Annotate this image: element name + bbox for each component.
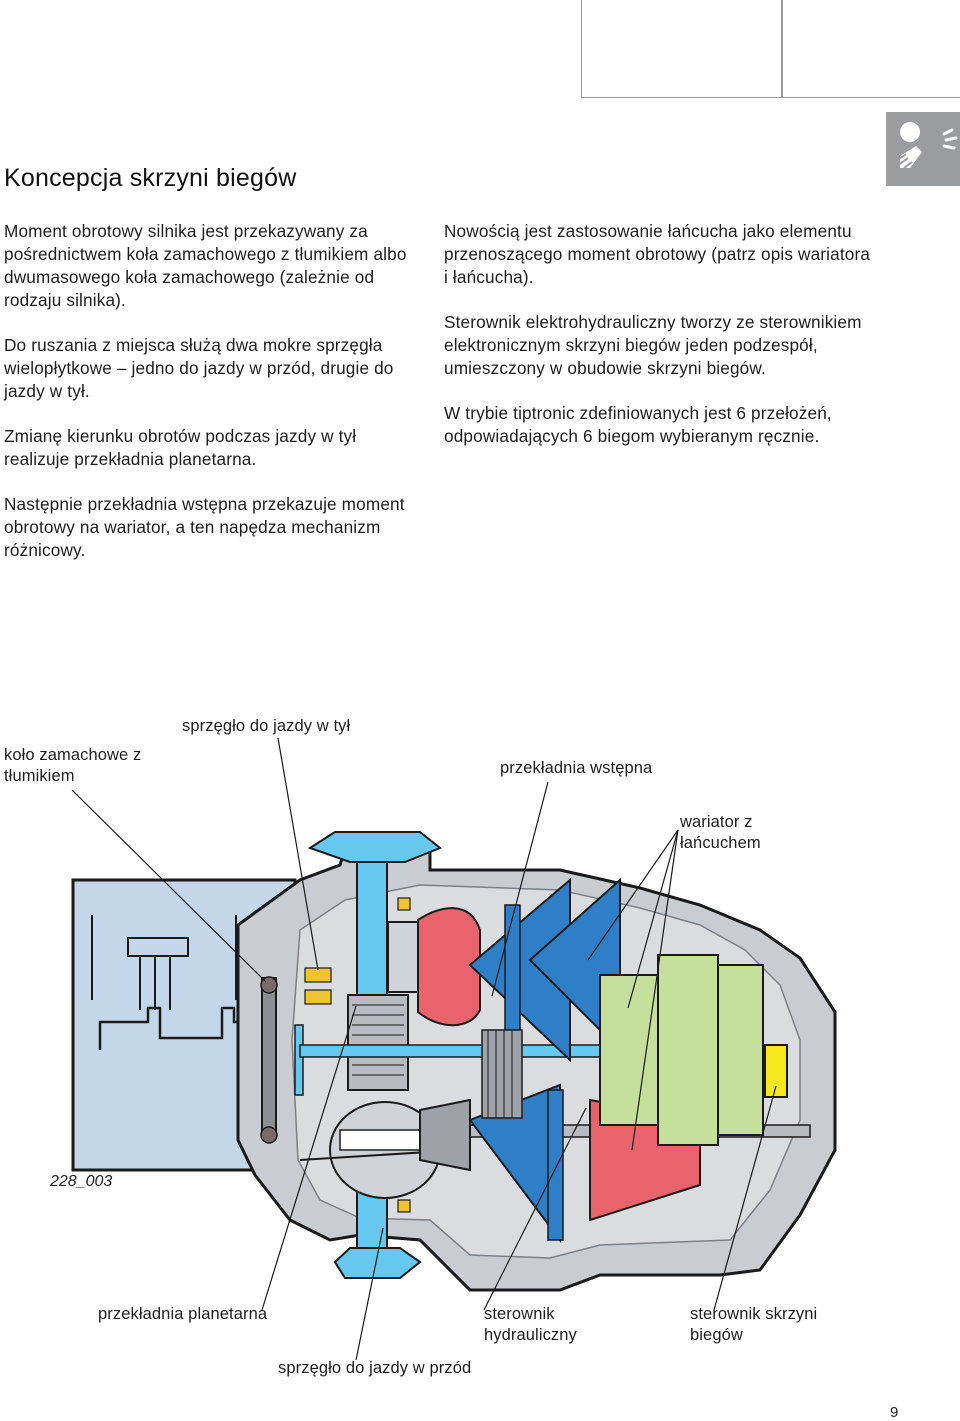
paragraph: Następnie przekładnia wstępna przekazuje… bbox=[4, 494, 405, 560]
hand-pointer-icon bbox=[886, 112, 960, 186]
label-gearbox-controller: sterownik skrzyni biegów bbox=[690, 1305, 818, 1344]
label-forward-clutch: sprzęgło do jazdy w przód bbox=[278, 1359, 472, 1377]
variator-chain bbox=[481, 1029, 523, 1119]
clutch-packs bbox=[304, 897, 411, 1213]
left-column: Moment obrotowy silnika jest przekazywan… bbox=[4, 220, 424, 584]
label-variator: wariator z łańcuchem bbox=[680, 813, 761, 852]
paragraph: W trybie tiptronic zdefiniowanych jest 6… bbox=[444, 403, 832, 446]
flywheel bbox=[260, 976, 304, 1144]
corner-frame-divider bbox=[781, 0, 783, 98]
variator-primary-pulley bbox=[417, 877, 621, 1063]
paragraph: Nowością jest zastosowanie łańcucha jako… bbox=[444, 221, 871, 287]
input-shaft bbox=[299, 1044, 631, 1058]
label-primary-gear: przekładnia wstępna bbox=[500, 759, 653, 777]
paragraph: Sterownik elektrohydrauliczny tworzy ze … bbox=[444, 312, 862, 378]
page-title: Koncepcja skrzyni biegów bbox=[4, 164, 297, 192]
planetary-gearset bbox=[347, 921, 419, 1091]
corner-frame bbox=[581, 0, 960, 98]
gearbox-cutaway-diagram bbox=[71, 737, 837, 1361]
right-column: Nowością jest zastosowanie łańcucha jako… bbox=[444, 220, 874, 470]
paragraph: Zmianę kierunku obrotów podczas jazdy w … bbox=[4, 426, 357, 469]
differential bbox=[299, 1098, 471, 1199]
gearbox-controller bbox=[764, 1044, 788, 1098]
drive-shaft bbox=[307, 831, 442, 1279]
figure-code: 228_003 bbox=[50, 1173, 113, 1190]
page-number: 9 bbox=[890, 1404, 899, 1421]
label-hydraulic-controller: sterownik hydrauliczny bbox=[484, 1305, 577, 1344]
label-reverse-clutch: sprzęgło do jazdy w tył bbox=[182, 717, 351, 735]
label-planetary: przekładnia planetarna bbox=[98, 1305, 268, 1323]
hydraulic-controller bbox=[599, 954, 764, 1146]
paragraph: Moment obrotowy silnika jest przekazywan… bbox=[4, 221, 407, 310]
paragraph: Do ruszania z miejsca służą dwa mokre sp… bbox=[4, 335, 394, 401]
leader-lines bbox=[71, 737, 777, 1361]
label-flywheel: koło zamachowe z tłumikiem bbox=[4, 746, 142, 785]
